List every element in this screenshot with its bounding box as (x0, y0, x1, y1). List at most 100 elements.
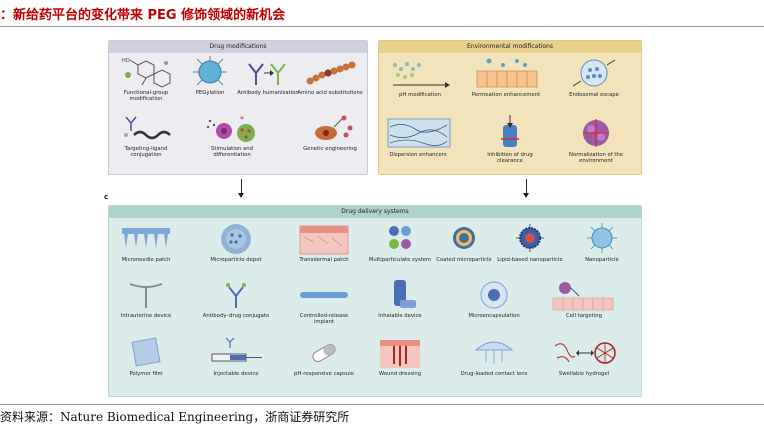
item-label: Inhalable device (378, 313, 422, 319)
svg-text:*: * (240, 115, 244, 124)
receptor-block-icon (501, 115, 519, 147)
microcapsule-icon (480, 281, 508, 309)
item-label: Dispersion enhancers (389, 152, 447, 158)
hydrogel-icon (554, 342, 616, 364)
svg-text:HO: HO (122, 58, 130, 64)
cell-stimulation-icon: * (206, 115, 255, 142)
capsule-icon (312, 344, 336, 362)
inhaler-icon (394, 280, 416, 308)
item-dispersion: Dispersion enhancers (383, 115, 453, 158)
dds-coated-microparticle: Coated microparticle (429, 222, 499, 263)
item-label: Microparticle depot (210, 257, 262, 263)
ligand-conjugate-icon (124, 116, 171, 140)
skin-patch-icon (299, 225, 349, 255)
dds-intrauterine: Intrauterine device (111, 278, 181, 319)
endosome-icon (572, 59, 616, 87)
antibody-icon (248, 63, 286, 85)
item-ph-modification: pH modification (385, 55, 455, 98)
mucus-layer-icon (387, 118, 451, 148)
item-amino-acid: Amino acid substitutions (295, 55, 365, 96)
lipid-nanoparticle-icon (516, 224, 544, 252)
dds-nanoparticle: Nanoparticle (567, 222, 637, 263)
item-label: Microneedle patch (121, 257, 171, 263)
item-label: Swellable hydrogel (558, 371, 610, 377)
tumor-icon (583, 119, 609, 147)
item-functional-group: HO Functional-group modification (111, 55, 181, 103)
wound-icon (380, 340, 420, 368)
item-permeation: Permeation enhancement (471, 55, 541, 98)
item-label: Injectable device (213, 371, 259, 377)
iud-icon (129, 283, 163, 308)
amino-acid-chain-icon (306, 61, 356, 85)
item-label: Drug-loaded contact lens (460, 371, 528, 377)
arrow-down-right (523, 179, 529, 198)
microneedle-icon (122, 228, 170, 248)
item-label: Antibody–drug conjugate (202, 313, 270, 319)
panel-letter: c (104, 193, 109, 201)
film-icon (131, 337, 161, 367)
dds-ph-capsule: pH-responsive capsule (289, 336, 359, 377)
arrow-down-left (238, 179, 244, 198)
environmental-modifications-panel: Environmental modifications pH modificat… (378, 40, 642, 175)
dds-microneedle: Microneedle patch (111, 222, 181, 263)
item-label: pH modification (399, 92, 441, 98)
item-label: Intrauterine device (120, 313, 172, 319)
dds-microparticle-depot: Microparticle depot (201, 222, 271, 263)
dds-multiparticulate: Multiparticulate system (365, 222, 435, 263)
item-endosomal-escape: Endosomal escape (559, 55, 629, 98)
item-label: Targeting-ligand conjugation (124, 146, 168, 159)
top-divider (0, 26, 764, 27)
item-label: Coated microparticle (436, 257, 492, 263)
implant-rod-icon (300, 292, 348, 298)
item-targeting-ligand: Targeting-ligand conjugation (111, 113, 181, 159)
bottom-divider (0, 404, 764, 405)
item-genetic-engineering: Genetic engineering (295, 113, 365, 152)
dds-polymer-film: Polymer film (111, 336, 181, 377)
item-label: Permeation enhancement (471, 92, 541, 98)
ph-arrow-icon (393, 62, 450, 88)
dds-wound-dressing: Wound dressing (365, 336, 435, 377)
drug-delivery-systems-panel: Drug delivery systems Microneedle patch … (108, 205, 642, 397)
item-label: Lipid-based nanoparticle (497, 257, 563, 263)
item-stimulation: * Stimulation and differentiation (197, 113, 267, 159)
epithelium-icon (476, 58, 538, 88)
item-label: Inhibition of drug clearance (487, 152, 533, 165)
dds-implant: Controlled-release implant (289, 278, 359, 326)
dds-contact-lens: Drug-loaded contact lens (459, 336, 529, 377)
dds-inhalable: Inhalable device (365, 278, 435, 319)
item-label: Controlled-release implant (299, 313, 349, 326)
item-label: Antibody humanization (237, 90, 299, 96)
depot-icon (221, 224, 251, 254)
dds-hydrogel: Swellable hydrogel (549, 336, 619, 377)
item-label: Nanoparticle (585, 257, 619, 263)
environmental-modifications-header: Environmental modifications (379, 41, 641, 53)
engineered-cell-icon (315, 115, 353, 140)
multiparticle-icon (389, 226, 411, 249)
item-label: Cell targeting (566, 313, 602, 319)
drug-delivery-systems-header: Drug delivery systems (109, 206, 641, 218)
item-label: Multiparticulate system (368, 257, 432, 263)
source-note: 资料来源：Nature Biomedical Engineering，浙商证券研… (0, 410, 350, 424)
item-pegylation: PEGylation (175, 55, 245, 96)
molecule-icon: HO (122, 58, 171, 88)
adc-icon (226, 283, 246, 308)
item-antibody-humanization: Antibody humanization (233, 55, 303, 96)
page-title: ：新给药平台的变化带来 PEG 修饰领域的新机会 (0, 8, 286, 23)
item-label: Polymer film (129, 371, 163, 377)
item-inhibition-clearance: Inhibition of drug clearance (475, 115, 545, 165)
item-label: Amino acid substitutions (297, 90, 363, 96)
syringe-icon (211, 337, 262, 362)
item-label: Transdermal patch (299, 257, 349, 263)
item-label: Wound dressing (378, 371, 422, 377)
drug-modifications-header: Drug modifications (109, 41, 367, 53)
item-label: PEGylation (195, 90, 225, 96)
dds-microencapsulation: Microencapsulation (459, 278, 529, 319)
dds-cell-targeting: Cell targeting (549, 278, 619, 319)
item-label: Genetic engineering (303, 146, 357, 152)
item-label: Microencapsulation (468, 313, 520, 319)
cell-targeting-icon (552, 282, 614, 311)
item-label: pH-responsive capsule (294, 371, 354, 377)
item-label: Normalization of the environment (569, 152, 623, 165)
item-label: Endosomal escape (569, 92, 619, 98)
item-label: Stimulation and differentiation (211, 146, 253, 159)
